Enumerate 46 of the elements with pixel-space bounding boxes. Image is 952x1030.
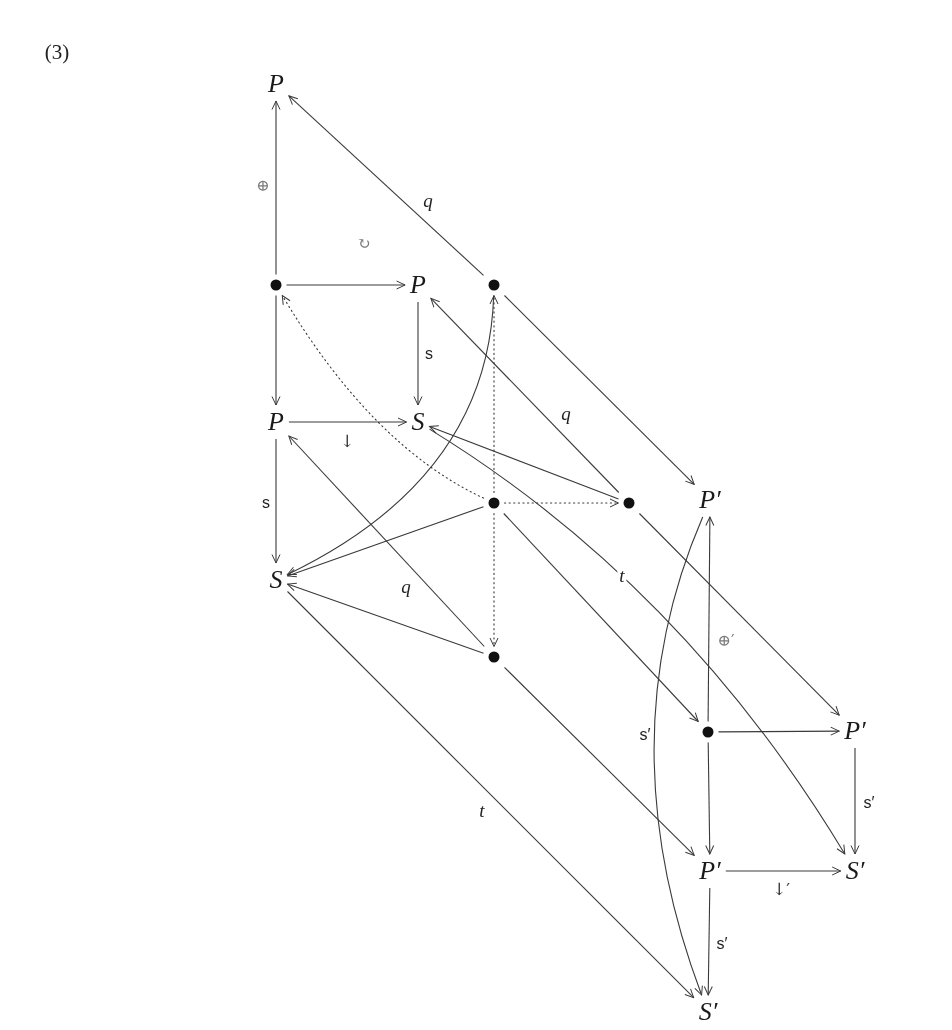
arrow	[503, 294, 695, 485]
arrow	[503, 512, 699, 723]
arrow	[288, 417, 408, 427]
arrow	[703, 887, 713, 996]
arrow	[503, 666, 695, 856]
dotted-arrow	[503, 498, 620, 508]
arrow	[725, 866, 842, 876]
object-label: P	[264, 406, 288, 438]
object-label: S′	[841, 855, 869, 887]
arrow	[286, 506, 485, 578]
arrow	[285, 280, 406, 290]
arrow	[413, 301, 423, 406]
vertex-dot	[488, 651, 500, 663]
arrow	[286, 590, 695, 999]
dotted-arrow	[489, 294, 499, 494]
arrow	[428, 425, 620, 500]
object-label: P′	[695, 855, 725, 887]
arrow	[705, 516, 715, 723]
object-label: S	[407, 406, 429, 438]
arrow	[271, 438, 281, 564]
arrow	[288, 95, 485, 276]
vertex-dot	[702, 726, 714, 738]
object-label: S	[265, 564, 287, 596]
arrow	[705, 741, 715, 855]
arrow	[717, 726, 840, 736]
curved-arrow	[428, 428, 846, 855]
curved-arrow	[286, 294, 495, 576]
dotted-arrow	[489, 512, 499, 648]
arrow	[638, 512, 840, 716]
arrow	[288, 435, 485, 648]
curved-arrow	[653, 516, 704, 996]
dotted-arrow	[281, 294, 485, 499]
object-label: P′	[840, 715, 870, 747]
object-label: S′	[694, 996, 722, 1028]
vertex-dot	[623, 497, 635, 509]
arrow	[850, 747, 860, 855]
arrow	[286, 582, 485, 654]
object-label: P′	[695, 484, 725, 516]
object-label: P	[264, 68, 288, 100]
vertex-dot	[270, 279, 282, 291]
arrow	[271, 294, 281, 406]
arrow	[271, 100, 281, 276]
vertex-dot	[488, 497, 500, 509]
object-label: P	[406, 269, 430, 301]
vertex-dot	[488, 279, 500, 291]
arrow	[430, 297, 620, 494]
